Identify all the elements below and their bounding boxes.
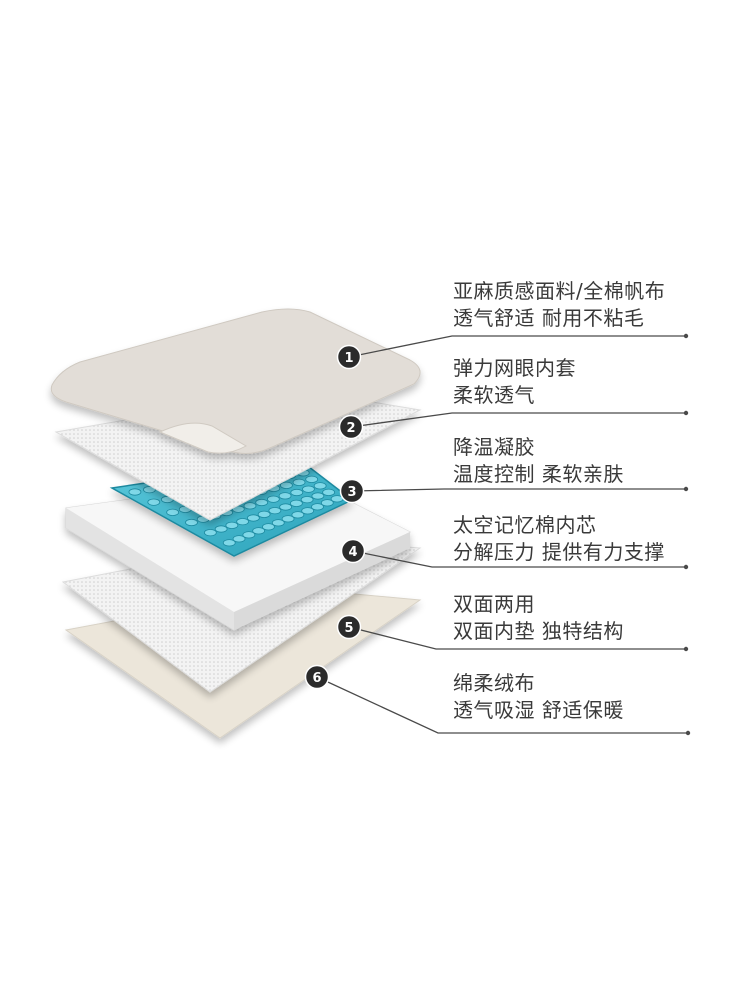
svg-text:3: 3 xyxy=(347,485,356,500)
gel-cell xyxy=(322,488,336,496)
leader-line-6 xyxy=(316,676,688,734)
badge-1: 1 xyxy=(336,344,362,370)
layer-6-description: 绵柔绒布 透气吸湿 舒适保暖 xyxy=(453,670,743,724)
badge-3: 3 xyxy=(339,478,365,504)
badge-2: 2 xyxy=(338,414,364,440)
leader-line-1 xyxy=(348,335,686,358)
layer-1-title: 亚麻质感面料/全棉帆布 xyxy=(453,279,666,303)
gel-cell xyxy=(271,519,285,527)
layer-2-title: 弹力网眼内套 xyxy=(453,356,576,380)
gel-cell xyxy=(268,507,282,515)
gel-cell xyxy=(147,498,161,506)
layer-6-subtitle: 透气吸湿 舒适保暖 xyxy=(453,698,624,722)
leader-line-5 xyxy=(348,626,686,650)
gel-cell xyxy=(281,515,295,523)
svg-text:4: 4 xyxy=(348,545,357,560)
gel-cell xyxy=(266,495,280,503)
gel-cell xyxy=(242,531,256,539)
gel-cell xyxy=(289,499,303,507)
svg-text:1: 1 xyxy=(344,351,353,366)
leader-line-2 xyxy=(350,412,686,428)
layer-3-title: 降温凝胶 xyxy=(453,435,535,459)
gel-cell xyxy=(232,535,246,543)
badge-5: 5 xyxy=(336,614,362,640)
gel-cell xyxy=(166,508,180,516)
leader-lines xyxy=(316,335,688,734)
layer-3-subtitle: 温度控制 柔软亲肤 xyxy=(453,462,624,486)
gel-cell xyxy=(311,503,324,511)
number-badges: 1 2 3 4 5 6 xyxy=(304,344,366,690)
gel-cell xyxy=(246,514,260,522)
gel-cell xyxy=(291,511,305,519)
gel-cell xyxy=(305,475,319,483)
gel-cell xyxy=(262,523,275,531)
gel-cell xyxy=(222,539,236,547)
gel-cell xyxy=(278,492,292,500)
gel-cell xyxy=(257,510,271,518)
gel-cell xyxy=(320,499,334,507)
gel-cell xyxy=(128,488,142,496)
gel-cell xyxy=(292,478,306,486)
gel-cell xyxy=(214,525,228,533)
gel-cell xyxy=(243,502,257,510)
gel-cell xyxy=(300,496,314,504)
leader-end-dots xyxy=(683,333,691,736)
gel-cell xyxy=(185,518,198,527)
layer-2-description: 弹力网眼内套 柔软透气 xyxy=(453,355,743,409)
gel-cell xyxy=(279,503,293,511)
layer-4-description: 太空记忆棉内芯 分解压力 提供有力支撑 xyxy=(453,512,743,566)
gel-cell xyxy=(143,486,156,494)
layer-1-description: 亚麻质感面料/全棉帆布 透气舒适 耐用不粘毛 xyxy=(453,278,743,332)
gel-cell xyxy=(302,485,315,493)
layer-5-subtitle: 双面内垫 独特结构 xyxy=(453,619,624,643)
layer-1-subtitle: 透气舒适 耐用不粘毛 xyxy=(453,306,645,330)
gel-cell xyxy=(280,481,293,489)
layer-5-title: 双面两用 xyxy=(453,592,535,616)
layer-6-title: 绵柔绒布 xyxy=(453,671,535,695)
layer-2-subtitle: 柔软透气 xyxy=(453,383,535,407)
gel-cell xyxy=(236,518,250,526)
svg-text:6: 6 xyxy=(312,671,321,686)
svg-text:5: 5 xyxy=(344,621,353,636)
layer-4-subtitle: 分解压力 提供有力支撑 xyxy=(453,540,665,564)
badge-4: 4 xyxy=(340,538,366,564)
layer-1-fabric-cover xyxy=(50,308,421,454)
badge-6: 6 xyxy=(304,664,330,690)
gel-cell xyxy=(231,505,245,513)
layer-5-description: 双面两用 双面内垫 独特结构 xyxy=(453,591,743,645)
gel-cell xyxy=(290,488,304,497)
gel-cell xyxy=(252,527,266,535)
gel-cell xyxy=(225,521,239,529)
gel-cell xyxy=(301,507,315,515)
leader-line-3 xyxy=(351,488,686,492)
layer-4-title: 太空记忆棉内芯 xyxy=(453,513,597,537)
gel-cell xyxy=(203,529,217,537)
svg-text:2: 2 xyxy=(346,421,355,436)
layer-3-description: 降温凝胶 温度控制 柔软亲肤 xyxy=(453,434,743,488)
gel-cell xyxy=(311,492,325,500)
leader-line-4 xyxy=(352,550,686,568)
gel-cell xyxy=(313,482,327,490)
gel-cell xyxy=(255,498,269,507)
